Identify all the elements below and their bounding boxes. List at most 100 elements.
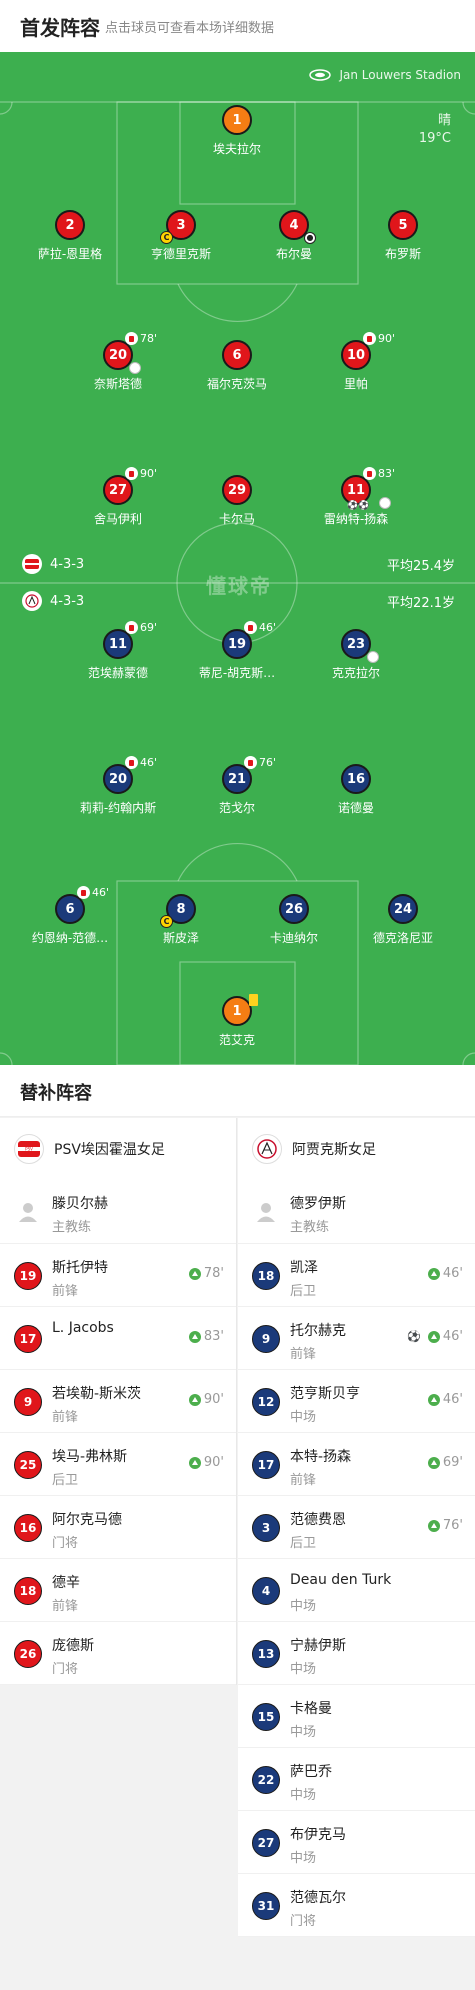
- sub-on-time: 46': [427, 1392, 463, 1407]
- sub-off-icon: [244, 621, 257, 634]
- away-team-header[interactable]: 阿贾克斯女足: [238, 1118, 475, 1180]
- weather-info: 晴 19°C: [419, 112, 451, 148]
- player-name: 范德瓦尔: [290, 1890, 346, 1906]
- player-position: 门将: [290, 1914, 317, 1929]
- home-coach[interactable]: 滕贝尔赫 主教练: [0, 1180, 236, 1244]
- shirt-number: 1: [232, 1003, 242, 1019]
- sub-row[interactable]: 15 卡格曼 中场: [238, 1685, 475, 1748]
- player-position: 中场: [290, 1599, 317, 1614]
- sub-row[interactable]: 3 范德费恩 后卫 76': [238, 1496, 475, 1559]
- sub-row[interactable]: 9 托尔赫克 前锋 ⚽46': [238, 1307, 475, 1370]
- shirt-number: 13: [252, 1640, 280, 1668]
- sub-row[interactable]: 16 阿尔克马德 门将: [0, 1496, 236, 1559]
- sub-row[interactable]: 22 萨巴乔 中场: [238, 1748, 475, 1811]
- sub-row[interactable]: 27 布伊克马 中场: [238, 1811, 475, 1874]
- shirt-number: 16: [341, 764, 371, 794]
- shirt-number: 27: [252, 1829, 280, 1857]
- sub-row[interactable]: 17 L. Jacobs 83': [0, 1307, 236, 1370]
- player-home-10[interactable]: 10 90' 里帕: [291, 332, 421, 392]
- shirt-number: 3: [252, 1514, 280, 1542]
- player-away-21[interactable]: 21 76' 范戈尔: [172, 756, 302, 816]
- shirt-number: 23: [346, 636, 366, 652]
- sub-row[interactable]: 12 范亨斯贝亨 中场 46': [238, 1370, 475, 1433]
- home-avg-age: 平均25.4岁: [387, 559, 455, 574]
- sub-time: 46': [442, 1392, 463, 1407]
- away-coach[interactable]: 德罗伊斯 主教练: [238, 1180, 475, 1244]
- player-away-11[interactable]: 11 69' 范埃赫蒙德: [53, 621, 183, 681]
- player-away-19[interactable]: 19 46' 蒂尼-胡克斯…: [172, 621, 302, 681]
- player-home-29[interactable]: 29 卡尔马: [172, 475, 302, 527]
- sub-on-time: 46': [427, 1266, 463, 1281]
- ajax-logo-icon: [252, 1134, 282, 1164]
- player-home-5[interactable]: 5 布罗斯: [338, 210, 468, 262]
- player-name: 克克拉尔: [331, 666, 380, 680]
- shirt-number: 26: [14, 1640, 42, 1668]
- player-home-6[interactable]: 6 福尔克茨马: [172, 340, 302, 392]
- sub-row[interactable]: 17 本特-扬森 前锋 69': [238, 1433, 475, 1496]
- psv-logo-icon: PSV: [14, 1134, 44, 1164]
- shirt-number: 24: [388, 894, 418, 924]
- sub-row[interactable]: 13 宁赫伊斯 中场: [238, 1622, 475, 1685]
- player-away-23[interactable]: 23 克克拉尔: [291, 629, 421, 681]
- assist-icon: [367, 651, 379, 663]
- sub-on-icon: [188, 1393, 201, 1406]
- sub-time: 76': [259, 756, 277, 769]
- stadium-name: Jan Louwers Stadion: [339, 68, 461, 82]
- sub-on-icon: [427, 1267, 440, 1280]
- psv-logo-icon: [22, 554, 42, 574]
- player-home-11[interactable]: 11⚽⚽ 83' 雷纳特-扬森: [291, 467, 421, 527]
- sub-on-icon: [188, 1330, 201, 1343]
- player-name: 凯泽: [290, 1260, 318, 1276]
- player-name: 若埃勒-斯米茨: [52, 1386, 142, 1402]
- player-home-20[interactable]: 20 78' 奈斯塔德: [53, 332, 183, 392]
- player-name: 奈斯塔德: [93, 377, 142, 391]
- sub-on-icon: [188, 1267, 201, 1280]
- player-home-4[interactable]: 4● 布尔曼: [229, 210, 359, 262]
- sub-row[interactable]: 19 斯托伊特 前锋 78': [0, 1244, 236, 1307]
- player-position: 后卫: [290, 1536, 317, 1551]
- shirt-number: 4: [289, 217, 299, 233]
- player-away-26[interactable]: 26 卡迪纳尔: [229, 894, 359, 946]
- sub-row[interactable]: 9 若埃勒-斯米茨 前锋 90': [0, 1370, 236, 1433]
- player-name: 阿尔克马德: [52, 1512, 122, 1528]
- player-away-6[interactable]: 6 46' 约恩纳-范德…: [5, 886, 135, 946]
- home-team-header[interactable]: PSV PSV埃因霍温女足: [0, 1118, 236, 1180]
- shirt-number: 20: [103, 764, 133, 794]
- player-home-27[interactable]: 27 90' 舍马伊利: [53, 467, 183, 527]
- shirt-number: 8: [176, 901, 186, 917]
- sub-time: 69': [442, 1455, 463, 1470]
- player-away-24[interactable]: 24 德克洛尼亚: [338, 894, 468, 946]
- yellow-card-icon: [249, 994, 258, 1006]
- sub-off-marker: 46': [125, 756, 157, 769]
- sub-on-icon: [427, 1456, 440, 1469]
- sub-row[interactable]: 4 Deau den Turk 中场: [238, 1559, 475, 1622]
- lineup-header: 首发阵容 点击球员可查看本场详细数据: [0, 0, 475, 52]
- sub-on-time: ⚽46': [407, 1329, 463, 1344]
- player-name: 卡格曼: [290, 1701, 332, 1717]
- player-away-20[interactable]: 20 46' 莉莉-约翰内斯: [53, 756, 183, 816]
- away-subs-column: 阿贾克斯女足 德罗伊斯 主教练 18 凯泽 后卫 46' 9 托尔赫克 前锋 ⚽…: [238, 1118, 475, 1937]
- sub-time: 83': [378, 467, 396, 480]
- player-name: 埃马-弗林斯: [52, 1449, 128, 1465]
- sub-off-icon: [125, 332, 138, 345]
- player-name: Deau den Turk: [290, 1572, 392, 1588]
- sub-row[interactable]: 18 凯泽 后卫 46': [238, 1244, 475, 1307]
- sub-time: 90': [140, 467, 158, 480]
- player-away-16[interactable]: 16 诺德曼: [291, 764, 421, 816]
- player-name: L. Jacobs: [52, 1320, 114, 1336]
- player-home-2[interactable]: 2 萨拉-恩里格: [5, 210, 135, 262]
- sub-row[interactable]: 18 德辛 前锋: [0, 1559, 236, 1622]
- player-name: 宁赫伊斯: [290, 1638, 346, 1654]
- player-home-1[interactable]: 1 埃夫拉尔: [172, 105, 302, 157]
- sub-row[interactable]: 25 埃马-弗林斯 后卫 90': [0, 1433, 236, 1496]
- player-away-1[interactable]: 1 范艾克: [172, 994, 302, 1048]
- sub-time: 90': [203, 1455, 224, 1470]
- sub-row[interactable]: 26 庞德斯 门将: [0, 1622, 236, 1685]
- player-position: 门将: [52, 1536, 79, 1551]
- sub-off-icon: [125, 621, 138, 634]
- assist-icon: [379, 497, 391, 509]
- page-title: 首发阵容: [20, 16, 100, 40]
- sub-row[interactable]: 31 范德瓦尔 门将: [238, 1874, 475, 1937]
